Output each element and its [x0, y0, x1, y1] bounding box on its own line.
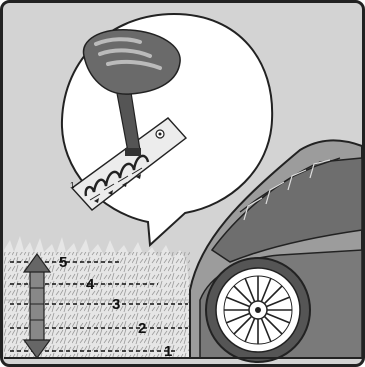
height-level-1: 1	[164, 343, 172, 360]
mower-wheel	[206, 258, 310, 362]
height-level-4: 4	[86, 276, 95, 293]
height-level-3: 3	[112, 296, 120, 313]
height-level-5: 5	[59, 254, 67, 271]
lever-label-1: 1	[70, 181, 75, 190]
height-level-2: 2	[138, 320, 146, 337]
